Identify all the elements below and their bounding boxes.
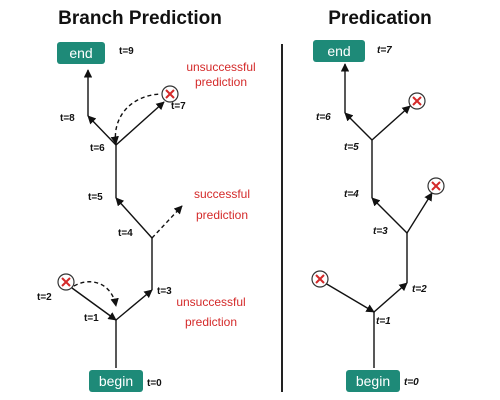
time-label: t=1	[84, 313, 99, 324]
note-mid-line2: prediction	[196, 208, 248, 222]
time-label: t=2	[37, 292, 52, 303]
time-label: t=7	[171, 101, 186, 112]
time-label: t=2	[412, 284, 427, 295]
cancel-icon-right-bottom	[311, 270, 329, 288]
right-end-node: end	[313, 40, 365, 62]
time-label: t=6	[90, 143, 105, 154]
time-label: t=8	[60, 113, 75, 124]
dashed-successful-prediction	[151, 205, 183, 239]
time-label: t=0	[404, 377, 419, 388]
cancel-icon-right-mid	[427, 177, 445, 195]
time-label: t=0	[147, 378, 162, 389]
time-label: t=6	[316, 112, 331, 123]
right-end-label: end	[327, 43, 350, 59]
time-label: t=5	[344, 142, 359, 153]
edge-r-t1-cancel	[324, 282, 375, 313]
left-end-label: end	[69, 45, 92, 61]
time-label: t=3	[157, 286, 172, 297]
note-mid-line1: successful	[194, 187, 250, 201]
right-begin-node: begin	[346, 370, 400, 392]
cancel-icon-top	[161, 85, 179, 103]
edge-t4-t5	[115, 197, 153, 239]
time-label: t=3	[373, 226, 388, 237]
left-begin-node: begin	[89, 370, 143, 392]
left-begin-label: begin	[99, 373, 133, 389]
right-title: Predication	[328, 8, 431, 29]
right-begin-label: begin	[356, 373, 390, 389]
time-label: t=7	[377, 45, 392, 56]
dashed-retry-top	[110, 93, 161, 145]
note-bottom-line1: unsuccessful	[176, 295, 245, 309]
left-end-node: end	[57, 42, 105, 64]
edge-r-t1-t2	[373, 282, 408, 313]
edge-r-t5-cancel	[371, 105, 411, 141]
time-label: t=4	[118, 228, 133, 239]
cancel-icon-right-top	[408, 92, 426, 110]
edge-r-t5-t6	[344, 112, 373, 141]
edge-t6-t7	[115, 101, 165, 146]
edge-t1-t2	[71, 287, 117, 321]
cancel-icon-bottom	[57, 273, 75, 291]
edge-t1-t3	[115, 289, 153, 321]
dashed-retry-bottom	[73, 281, 119, 307]
left-title: Branch Prediction	[58, 8, 222, 29]
time-label: t=5	[88, 192, 103, 203]
time-label: t=1	[376, 316, 391, 327]
edge-r-t3-cancel	[406, 192, 433, 234]
edge-r-t3-t4	[371, 197, 408, 234]
time-label: t=9	[119, 46, 134, 57]
edge-t6-t8	[87, 115, 117, 146]
note-top-line2: prediction	[195, 75, 247, 89]
note-top-line1: unsuccessful	[186, 60, 255, 74]
note-bottom-line2: prediction	[185, 315, 237, 329]
time-label: t=4	[344, 189, 359, 200]
